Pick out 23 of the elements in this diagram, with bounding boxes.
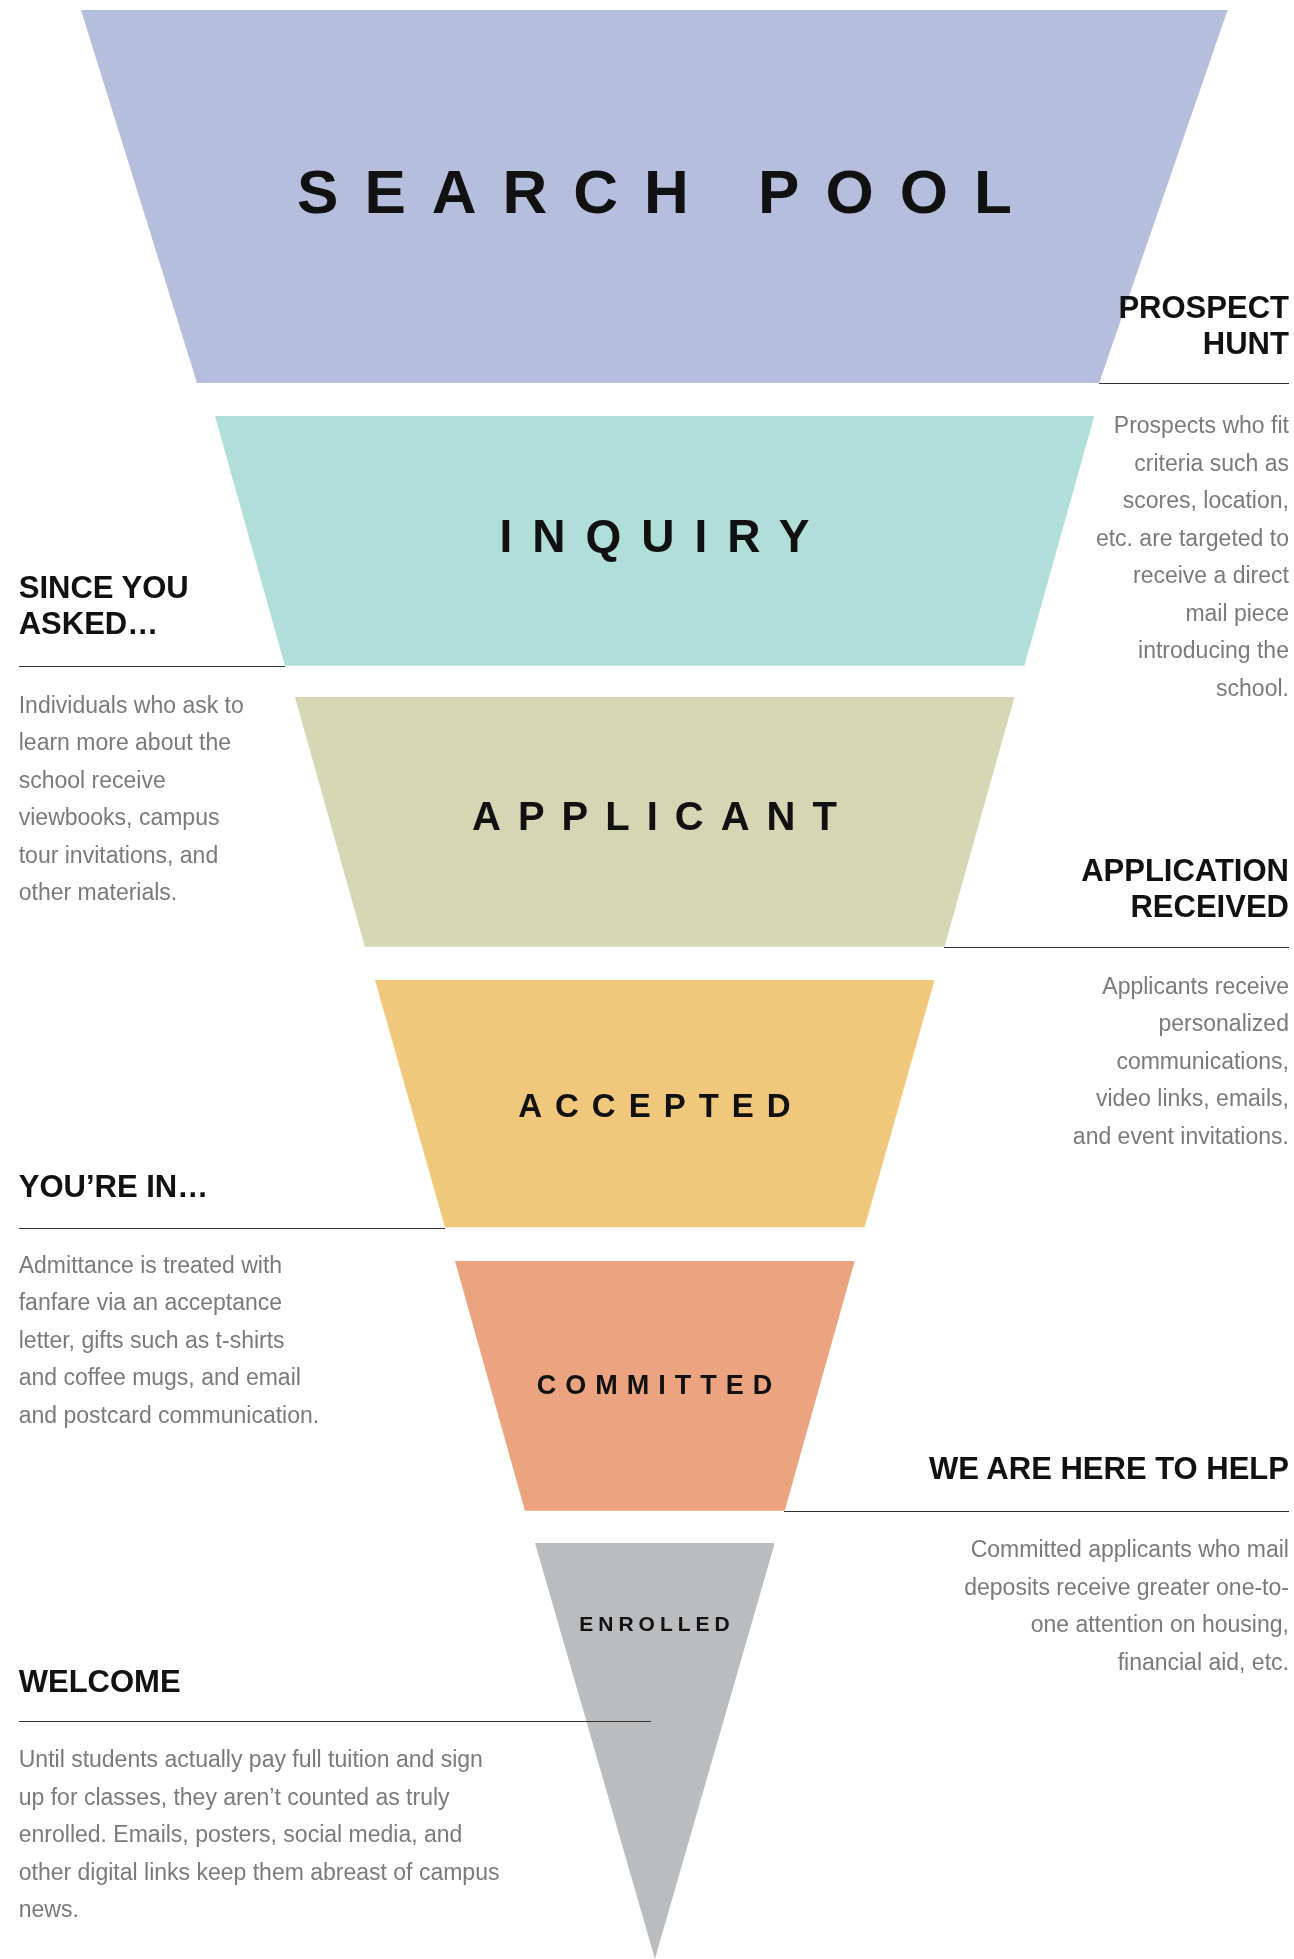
funnel-stage	[534, 1542, 775, 1959]
stage-heading: WE ARE HERE TO HELP	[927, 1451, 1289, 1488]
funnel-stage	[214, 415, 1095, 666]
funnel-stage	[454, 1261, 855, 1512]
funnel-stage	[294, 696, 1015, 947]
funnel-stage	[374, 980, 935, 1228]
stage-description: Admittance is treated with fanfare via an acceptance letter, gifts such as t-shirts and coffee mugs, and email and postcard communication.	[18, 1250, 321, 1430]
stage-description: Until students actually pay full tuition and sign up for classes, they aren’t counted as truly enrolled. Emails, posters, social media, and other digital links keep them abreast of campus news.	[18, 1745, 500, 1925]
stage-title: INQUIRY	[499, 510, 830, 563]
stage-title: COMMITTED	[536, 1370, 782, 1401]
stage-title: APPLICANT	[472, 794, 854, 839]
stage-heading: WELCOME	[18, 1663, 182, 1700]
stage-description: Applicants receive personalized communications, video links, emails, and event invitations.	[1071, 971, 1289, 1151]
stage-title: SEARCH POOL	[297, 157, 1038, 227]
stage-heading: SINCE YOU ASKED…	[18, 569, 190, 642]
stage-title: ENROLLED	[579, 1612, 735, 1636]
stage-heading: YOU’RE IN…	[18, 1169, 210, 1206]
stage-heading: PROSPECT HUNT	[1117, 289, 1289, 362]
stage-heading: APPLICATION RECEIVED	[1080, 853, 1289, 926]
stage-description: Prospects who fit criteria such as scores, location, etc. are targeted to receive a direct mail piece introducing the school.	[1094, 411, 1289, 703]
stage-description: Individuals who ask to learn more about the school receive viewbooks, campus tour invitations, and other materials.	[18, 690, 245, 908]
stage-description: Committed applicants who mail deposits receive greater one-to-one attention on housing, financial aid, etc.	[963, 1535, 1289, 1677]
stage-title: ACCEPTED	[518, 1086, 804, 1124]
